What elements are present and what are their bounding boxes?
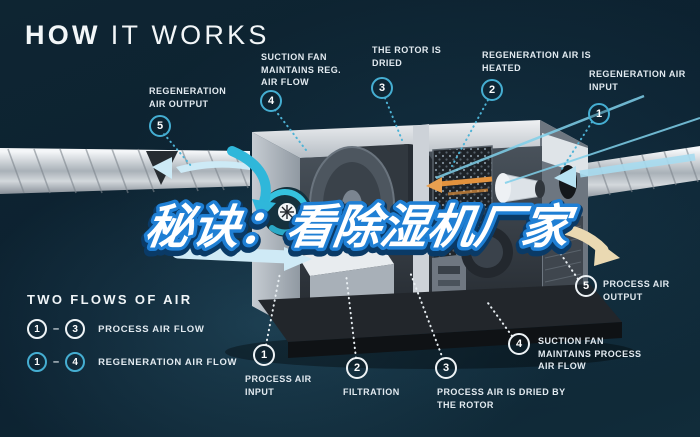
regeneration-air-intake-arrow (554, 153, 696, 188)
legend-title: TWO FLOWS OF AIR (27, 292, 193, 307)
heated-air-arrow (426, 176, 493, 196)
legend-process-from-badge: 1 (27, 319, 47, 339)
callout-number-regeneration-5: 5 (149, 115, 171, 137)
divider-panel (413, 124, 429, 308)
callout-number-process-3: 3 (435, 357, 457, 379)
title-light: IT WORKS (110, 20, 270, 50)
callout-number-regeneration-2: 2 (481, 79, 503, 101)
page-title: HOW IT WORKS (25, 20, 270, 51)
legend-row-process: 1 – 3 PROCESS AIR FLOW (27, 318, 237, 340)
callout-label-regeneration-air-output: REGENERATION AIR OUTPUT (149, 86, 227, 109)
legend-regeneration-label: REGENERATION AIR FLOW (98, 356, 238, 368)
callout-number-regeneration-3: 3 (371, 77, 393, 99)
legend-process-to-badge: 3 (65, 319, 86, 339)
legend-process-label: PROCESS AIR FLOW (98, 323, 205, 335)
legend-regeneration-from-badge: 1 (27, 352, 47, 372)
leader-lines (163, 97, 593, 360)
callout-number-process-5: 5 (575, 275, 597, 297)
svg-text:秘诀：看除湿机厂家: 秘诀：看除湿机厂家 (142, 200, 579, 255)
callout-label-process-air-dried: PROCESS AIR IS DRIED BY THE ROTOR (437, 387, 566, 410)
callout-label-regeneration-air-input: REGENERATION AIR INPUT (589, 69, 686, 92)
chinese-overlay-text: 秘诀：看除湿机厂家 秘诀：看除湿机厂家 秘诀：看除湿机厂家 (135, 197, 584, 264)
regeneration-air-output-arrow (152, 157, 250, 179)
legend-dash: – (53, 356, 60, 368)
callout-number-process-4: 4 (508, 333, 530, 355)
callout-label-process-air-output: PROCESS AIR OUTPUT (603, 279, 670, 302)
title-bold: HOW (25, 20, 101, 50)
legend-dash: – (53, 323, 60, 335)
fan-intake-curved-arrow (227, 146, 276, 220)
callout-label-suction-fan-process: SUCTION FAN MAINTAINS PROCESS AIR FLOW (538, 336, 642, 372)
legend-row-regeneration: 1 – 4 REGENERATION AIR FLOW (27, 351, 237, 373)
callout-number-process-2: 2 (346, 357, 368, 379)
process-air-output-arrow (539, 220, 620, 266)
svg-text:秘诀：看除湿机厂家: 秘诀：看除湿机厂家 (142, 200, 579, 255)
callout-number-regeneration-1: 1 (588, 103, 610, 125)
callout-label-suction-fan-reg: SUCTION FAN MAINTAINS REG. AIR FLOW (261, 52, 342, 88)
legend-regeneration-to-badge: 4 (65, 352, 86, 372)
callout-label-regeneration-air-is-heated: REGENERATION AIR IS HEATED (482, 50, 592, 73)
callout-number-process-1: 1 (253, 344, 275, 366)
callout-label-filtration: FILTRATION (343, 387, 400, 397)
process-air-input-arrow (171, 245, 312, 271)
process-fan (262, 187, 312, 237)
svg-text:秘诀：看除湿机厂家: 秘诀：看除湿机厂家 (141, 203, 578, 258)
legend: TWO FLOWS OF AIR 1 – 3 PROCESS AIR FLOW … (27, 292, 237, 373)
callout-label-rotor-is-dried: THE ROTOR IS DRIED (372, 45, 442, 68)
left-duct (0, 148, 250, 194)
callout-number-regeneration-4: 4 (260, 90, 282, 112)
callout-label-process-air-input: PROCESS AIR INPUT (245, 374, 312, 397)
